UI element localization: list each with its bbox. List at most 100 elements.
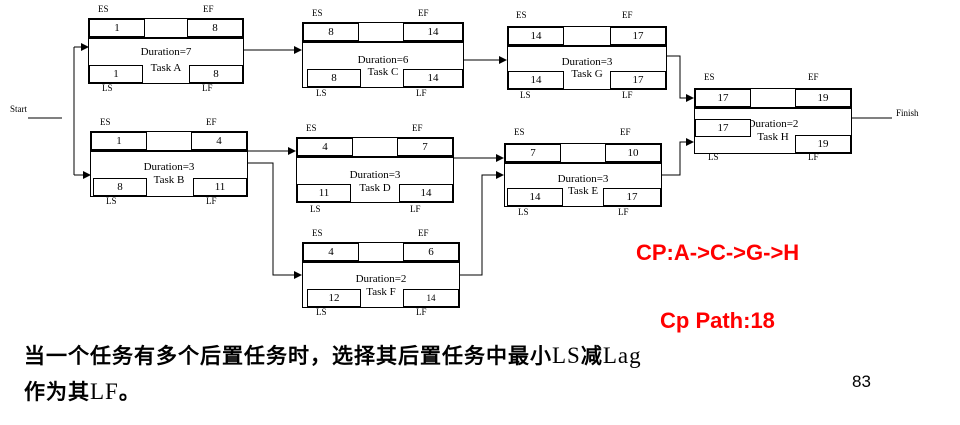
es-label: ES: [312, 8, 323, 18]
task-node-h: 17 19 Duration=2 Task H 17 19: [694, 88, 852, 154]
lf-value: 14: [403, 69, 463, 87]
ls-label: LS: [708, 152, 719, 162]
ef-label: EF: [203, 4, 214, 14]
es-label: ES: [514, 127, 525, 137]
task-node-e: 7 10 Duration=3 Task E 14 17: [504, 143, 662, 207]
lf-label: LF: [808, 152, 819, 162]
page-number: 83: [852, 372, 871, 391]
ls-label: LS: [106, 196, 117, 206]
es-value: 4: [297, 138, 353, 156]
lf-value: 11: [193, 178, 247, 196]
ef-value: 6: [403, 243, 459, 261]
es-label: ES: [98, 4, 109, 14]
ls-label: LS: [316, 307, 327, 317]
task-node-a: 1 8 Duration=7 Task A 1 8: [88, 18, 244, 84]
ef-value: 8: [187, 19, 243, 37]
lf-value: 14: [399, 184, 453, 202]
ls-value: 8: [307, 69, 361, 87]
duration-label: Duration=3: [557, 173, 609, 185]
ls-label: LS: [310, 204, 321, 214]
ls-value: 1: [89, 65, 143, 83]
duration-label: Duration=2: [355, 273, 407, 285]
es-value: 7: [505, 144, 561, 162]
note-text: 。: [118, 380, 141, 404]
lf-label: LF: [206, 196, 217, 206]
lf-label: LF: [416, 88, 427, 98]
ls-value: 14: [507, 188, 563, 206]
es-value: 1: [89, 19, 145, 37]
ef-value: 7: [397, 138, 453, 156]
critical-path-length: Cp Path:18: [660, 308, 775, 333]
ef-label: EF: [620, 127, 631, 137]
note-text: 作为其: [24, 380, 90, 404]
ls-label: LS: [518, 207, 529, 217]
note-lag: Lag: [602, 343, 642, 368]
task-name: Task A: [150, 62, 182, 74]
es-value: 8: [303, 23, 359, 41]
lf-value: 17: [610, 71, 666, 89]
task-name: Task B: [153, 174, 185, 186]
ls-label: LS: [520, 90, 531, 100]
lf-value: 8: [189, 65, 243, 83]
finish-label: Finish: [896, 108, 919, 118]
start-label: Start: [10, 104, 27, 114]
task-node-f: 4 6 Duration=2 Task F 12 14: [302, 242, 460, 308]
lf-value: 14: [403, 289, 459, 307]
task-name: Task E: [567, 185, 599, 197]
task-node-d: 4 7 Duration=3 Task D 11 14: [296, 137, 454, 203]
ef-label: EF: [622, 10, 633, 20]
note-text: 减: [580, 344, 603, 368]
ef-value: 14: [403, 23, 463, 41]
lf-label: LF: [202, 83, 213, 93]
note-lf: LF: [90, 379, 119, 404]
note-ls: LS: [552, 343, 581, 368]
ef-value: 19: [795, 89, 851, 107]
critical-path-label: CP:A->C->G->H: [636, 240, 800, 265]
task-node-c: 8 14 Duration=6 Task C 8 14: [302, 22, 464, 88]
note-text: 当一个任务有多个后置任务时，选择其后置任务中最小: [24, 344, 552, 368]
lf-value: 19: [795, 135, 851, 153]
task-name: Task C: [367, 66, 399, 78]
note-line-1: 当一个任务有多个后置任务时，选择其后置任务中最小LS减Lag: [24, 340, 642, 370]
es-value: 14: [508, 27, 564, 45]
es-label: ES: [100, 117, 111, 127]
ls-label: LS: [102, 83, 113, 93]
task-name: Task H: [757, 131, 789, 143]
ef-label: EF: [418, 8, 429, 18]
duration-label: Duration=3: [143, 161, 195, 173]
ef-label: EF: [412, 123, 423, 133]
es-label: ES: [312, 228, 323, 238]
ls-value: 11: [297, 184, 351, 202]
ls-value: 14: [508, 71, 564, 89]
es-value: 1: [91, 132, 147, 150]
task-node-b: 1 4 Duration=3 Task B 8 11: [90, 131, 248, 197]
ef-value: 10: [605, 144, 661, 162]
es-label: ES: [704, 72, 715, 82]
ef-label: EF: [808, 72, 819, 82]
es-label: ES: [516, 10, 527, 20]
task-name: Task F: [366, 286, 396, 298]
lf-label: LF: [618, 207, 629, 217]
lf-label: LF: [622, 90, 633, 100]
ef-label: EF: [206, 117, 217, 127]
ls-label: LS: [316, 88, 327, 98]
duration-label: Duration=6: [357, 54, 409, 66]
duration-label: Duration=7: [140, 46, 192, 58]
lf-value: 17: [603, 188, 661, 206]
task-name: Task G: [571, 68, 603, 80]
task-name: Task D: [359, 182, 391, 194]
es-value: 4: [303, 243, 359, 261]
duration-label: Duration=2: [747, 118, 799, 130]
es-label: ES: [306, 123, 317, 133]
lf-label: LF: [416, 307, 427, 317]
duration-label: Duration=3: [561, 56, 613, 68]
task-node-g: 14 17 Duration=3 Task G 14 17: [507, 26, 667, 90]
ef-value: 17: [610, 27, 666, 45]
ef-value: 4: [191, 132, 247, 150]
ls-value: 17: [695, 119, 751, 137]
lf-label: LF: [410, 204, 421, 214]
ef-label: EF: [418, 228, 429, 238]
ls-value: 12: [307, 289, 361, 307]
es-value: 17: [695, 89, 751, 107]
